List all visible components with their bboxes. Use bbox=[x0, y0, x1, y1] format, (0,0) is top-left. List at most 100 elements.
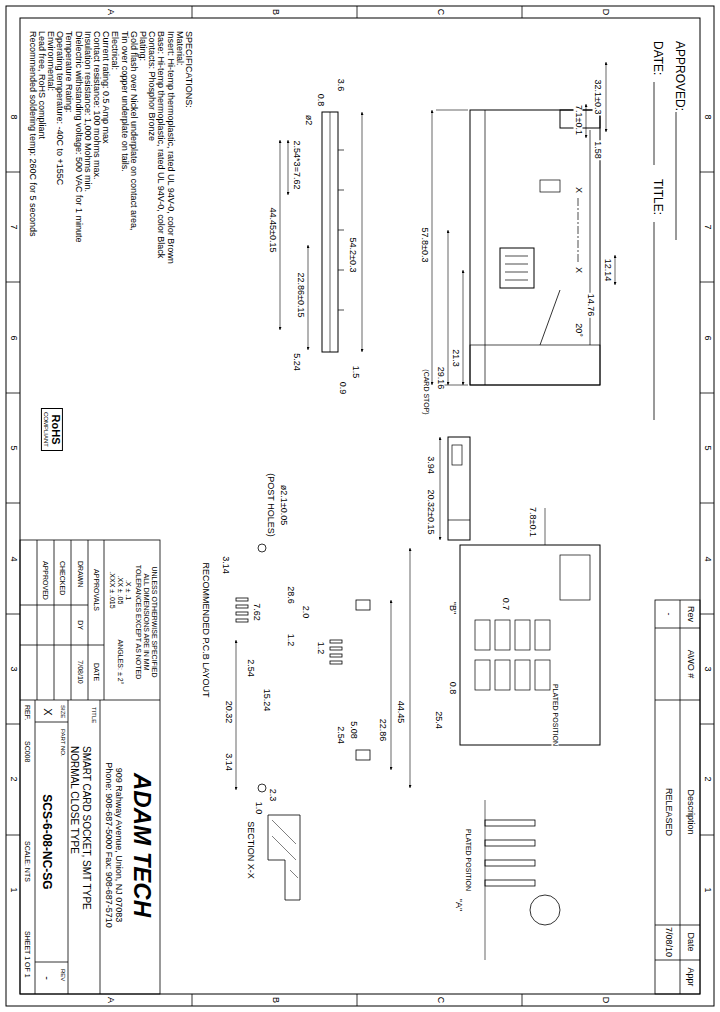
title-block-text: - bbox=[42, 975, 53, 981]
signature-line bbox=[654, 82, 676, 420]
title-block-text: DATE bbox=[93, 662, 100, 682]
zone-marker: 2 bbox=[703, 776, 712, 783]
dimension-label: 5.24 bbox=[292, 352, 301, 372]
title-block-text: Phone: 908-687-5000 Fax: 908-687-5710 bbox=[104, 761, 113, 929]
dimension-label: X bbox=[574, 186, 583, 194]
revision-cell: 7/08/10 bbox=[664, 926, 673, 958]
zone-marker: 4 bbox=[9, 555, 18, 562]
dimension-label: 29.16 bbox=[436, 366, 445, 391]
dimension-label: 0.9 bbox=[338, 381, 347, 396]
zone-marker: 3 bbox=[9, 665, 18, 672]
top-view bbox=[470, 110, 600, 385]
dimension-label: 12.14 bbox=[603, 258, 612, 283]
revision-cell: Date bbox=[686, 931, 695, 952]
dimension-label: 3.14 bbox=[224, 752, 233, 772]
dimension-label: "B" bbox=[448, 601, 457, 615]
zone-marker: 8 bbox=[9, 113, 18, 120]
dimension-label: 0.8 bbox=[448, 681, 457, 696]
revision-cell: Rev bbox=[686, 605, 695, 623]
dimension-label: 3.6 bbox=[336, 78, 345, 93]
title-block-text: DY bbox=[77, 619, 84, 631]
zone-marker: 1 bbox=[9, 886, 18, 893]
dimension-lines bbox=[236, 62, 615, 790]
zone-ticks bbox=[6, 6, 714, 1006]
dimension-label: 1.58 bbox=[593, 140, 602, 160]
spec-note: Temperature Rating: bbox=[64, 30, 73, 114]
revision-table bbox=[655, 600, 700, 994]
dimension-label: 1.2 bbox=[316, 641, 325, 656]
title-block-text: DRAWN bbox=[77, 560, 84, 588]
spec-note: Operating temperature: -40C to +155C bbox=[55, 30, 64, 186]
zone-marker: 7 bbox=[703, 224, 712, 231]
dimension-label: 3.14 bbox=[221, 555, 230, 575]
zone-marker: C bbox=[436, 8, 445, 17]
dimension-label: 3.94 bbox=[426, 455, 435, 475]
dimension-label: 5.08 bbox=[349, 720, 358, 740]
front-view bbox=[448, 437, 470, 540]
dimension-label: SECTION X-X bbox=[246, 820, 255, 880]
dimension-label: 28.6 bbox=[286, 585, 295, 605]
zone-marker: 5 bbox=[9, 445, 18, 452]
zone-marker: 6 bbox=[9, 334, 18, 341]
detail-view bbox=[485, 800, 560, 960]
title-block-text: SCS-6-08-NC-SG bbox=[41, 793, 53, 890]
revision-cell: RELEASED bbox=[664, 787, 673, 837]
spec-note: Contact resistance: 100 mohms max. bbox=[92, 30, 101, 181]
dimension-label: 32.1±0.3 bbox=[593, 79, 602, 116]
dimension-label: 2.54 bbox=[336, 725, 345, 745]
title-block-text: SHEET 1 OF 1 bbox=[24, 930, 31, 979]
dimension-label: RECOMMENDED P.C.B LAYOUT bbox=[201, 561, 210, 698]
section-view bbox=[268, 815, 300, 900]
title-block-text: UNLESS OTHERWISE SPECIFIED bbox=[151, 565, 158, 678]
zone-marker: 8 bbox=[703, 113, 712, 120]
title-block-text: .X ± .1 bbox=[125, 579, 132, 601]
dimension-label: 22.86 bbox=[378, 718, 387, 743]
title-block-text: APPROVALS bbox=[93, 568, 100, 612]
spec-note: SPECIFICATIONS: bbox=[184, 30, 193, 109]
spec-note: Material: bbox=[174, 30, 183, 67]
spec-note: Electrical: bbox=[110, 30, 119, 71]
spec-note: Dielectric withstanding voltage: 500 VAC… bbox=[73, 30, 82, 243]
compliance-badge: RoHSCOMPLIANT bbox=[41, 408, 63, 451]
zone-marker: D bbox=[601, 8, 610, 17]
spec-note: Tin over copper underplate on tails. bbox=[119, 30, 128, 173]
zone-marker: 6 bbox=[703, 334, 712, 341]
revision-cell: Description bbox=[686, 788, 695, 835]
title-block-text: .XX ± .05 bbox=[117, 575, 124, 606]
title-block-text: SIZE bbox=[60, 704, 66, 719]
dimension-label: 2.0 bbox=[301, 605, 310, 620]
dimension-label: 57.8±0.3 bbox=[420, 227, 429, 264]
dimension-label: 1.0 bbox=[254, 801, 263, 816]
dimension-label: 20.32±0.15 bbox=[426, 489, 435, 536]
side-view bbox=[322, 112, 344, 352]
dimension-label: ø2.1±0.05 bbox=[279, 484, 288, 526]
dimension-label: ø2 bbox=[304, 114, 313, 127]
dimension-label: 7.1±0.1 bbox=[574, 104, 583, 136]
approval-field: TITLE: bbox=[652, 178, 664, 216]
dimension-label: 2.54*3=7.62 bbox=[292, 140, 301, 191]
inner-frame bbox=[20, 18, 700, 994]
zone-marker: B bbox=[271, 8, 280, 16]
title-block-text: SMART CARD SOCKET, SMT TYPE bbox=[81, 745, 91, 911]
title-block-text: PART NO. bbox=[60, 728, 66, 758]
title-block-text: SC008 bbox=[24, 740, 31, 763]
title-block-text: REV bbox=[60, 968, 66, 982]
title-block-text: TOLERANCES EXCEPT AS NOTED bbox=[135, 564, 142, 681]
dimension-label: 2.54 bbox=[246, 658, 255, 678]
zone-marker: C bbox=[436, 996, 445, 1005]
dimension-label: 44.45±0.15 bbox=[268, 207, 277, 254]
zone-marker: 2 bbox=[9, 776, 18, 783]
zone-marker: 3 bbox=[703, 665, 712, 672]
title-block-text: X bbox=[42, 707, 53, 716]
dimension-label: 7.8±0.1 bbox=[528, 506, 537, 538]
title-block-text: SCALE: NTS bbox=[24, 840, 31, 883]
badge-text: COMPLIANT bbox=[43, 412, 49, 447]
dimension-label: 25.4 bbox=[434, 710, 443, 730]
zone-marker: 5 bbox=[703, 445, 712, 452]
title-block-text: 909 Rahway Avenue, Union, NJ 07083 bbox=[114, 767, 123, 923]
zone-marker: 1 bbox=[703, 886, 712, 893]
dimension-label: 14.76 bbox=[586, 293, 595, 318]
dimension-label: 21.3 bbox=[451, 348, 460, 368]
dimension-label: 2.3 bbox=[268, 788, 277, 803]
